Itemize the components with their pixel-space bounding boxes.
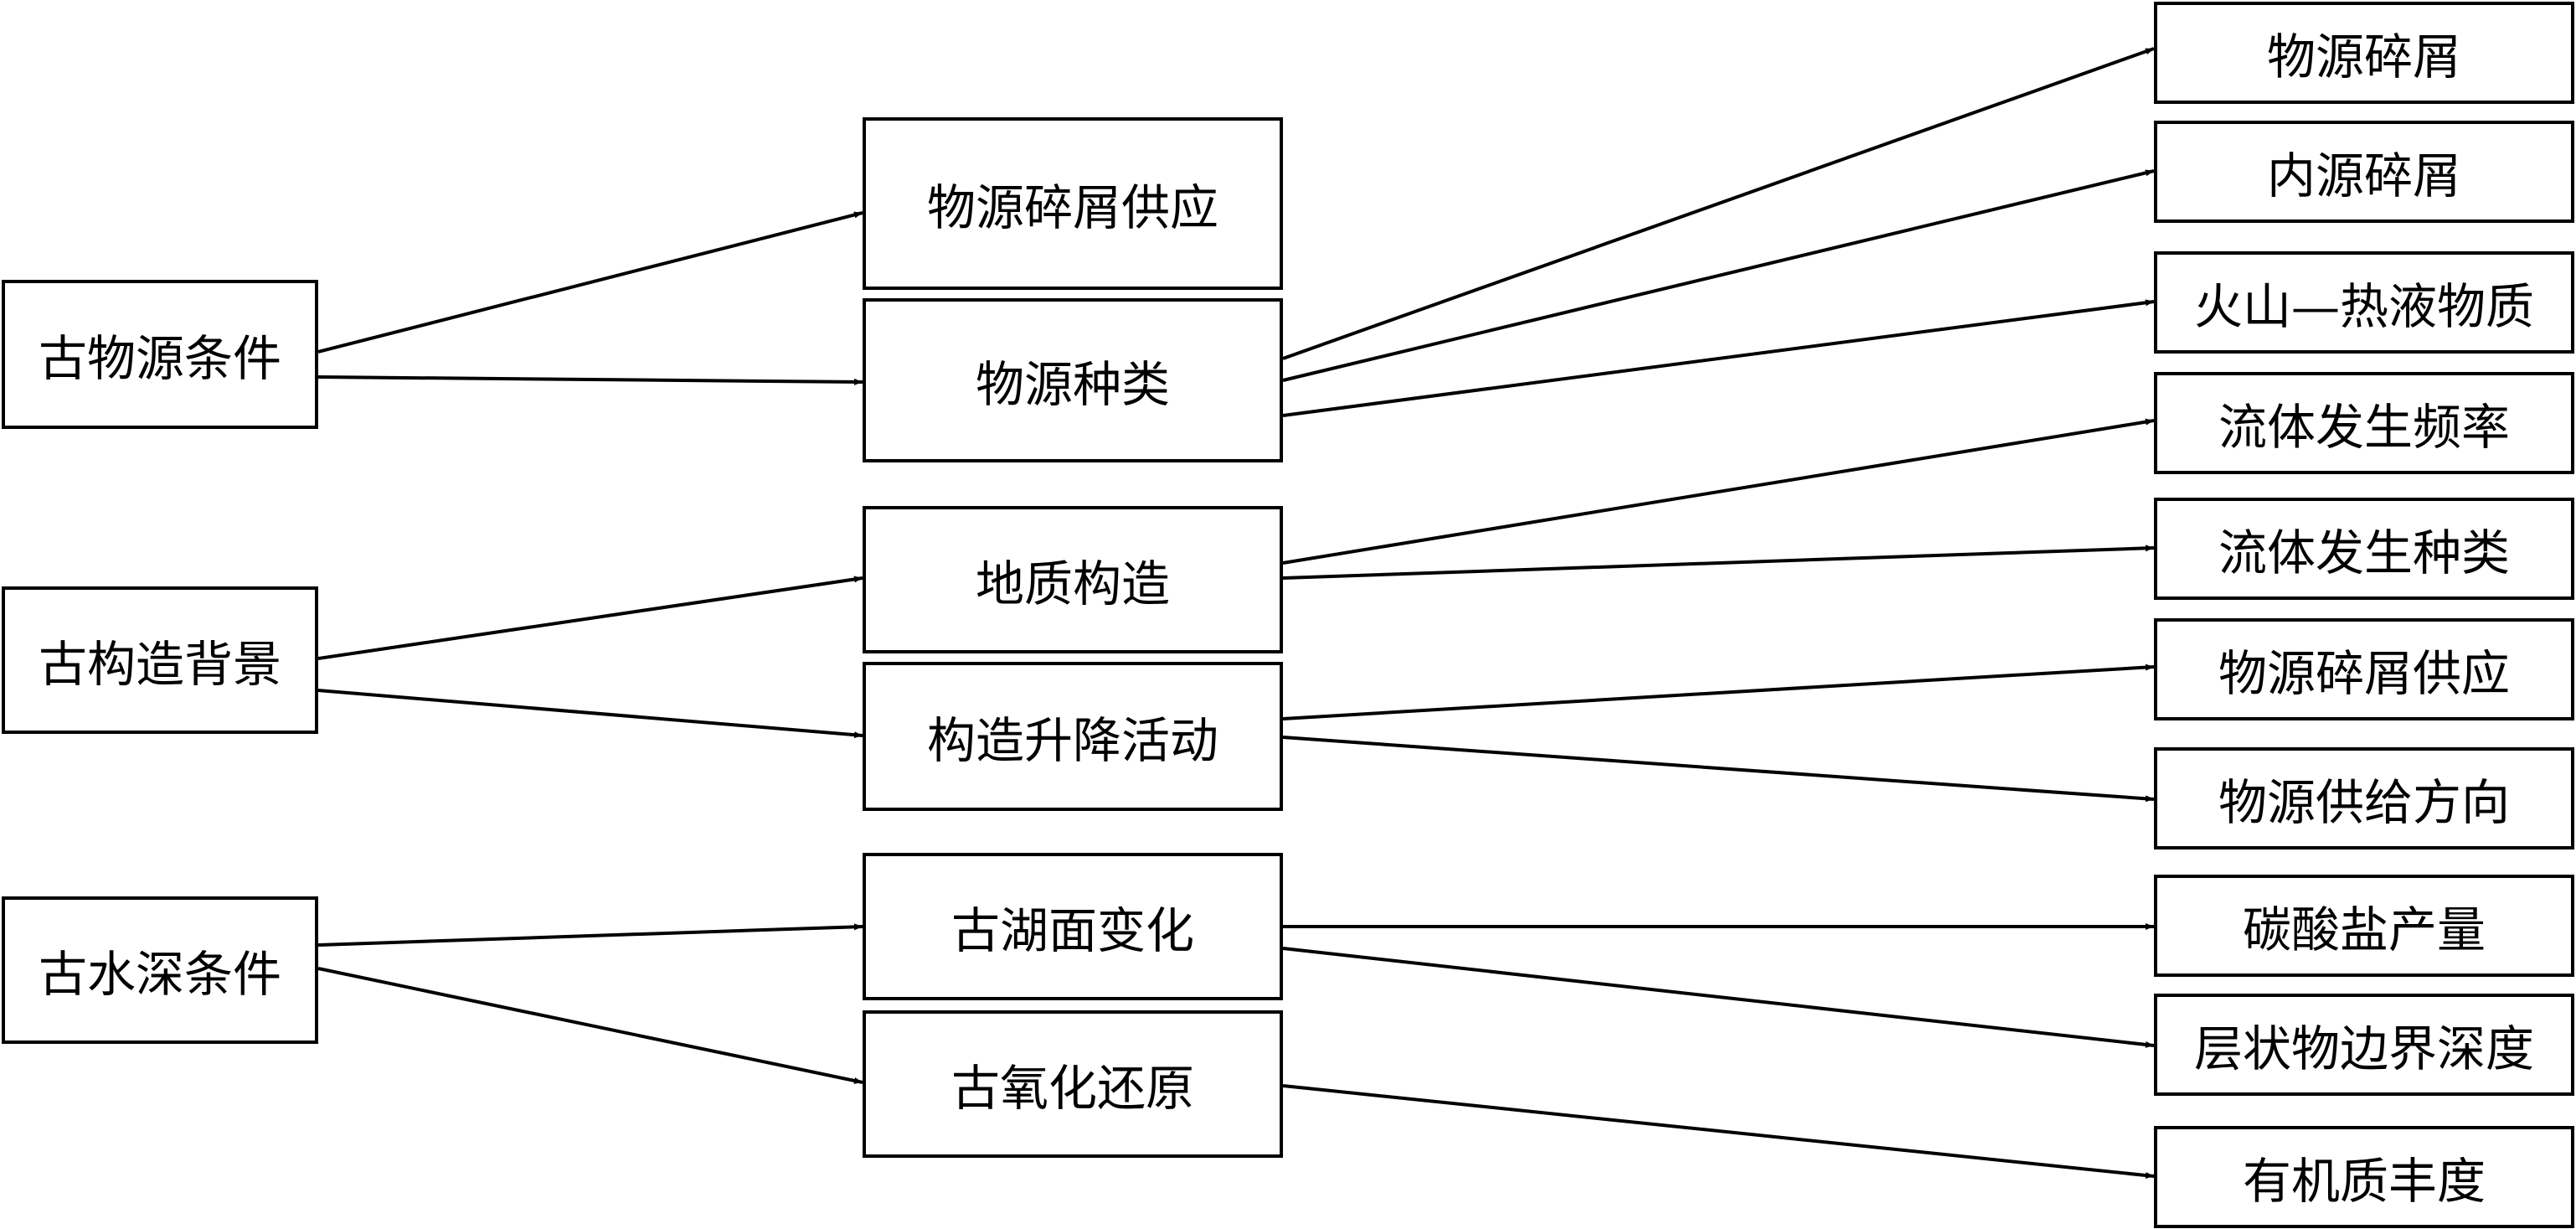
node-paleo-lake-level-change: 古湖面变化: [863, 853, 1283, 1000]
node-ancient-water-depth: 古水深条件: [2, 896, 318, 1044]
arrow-m5-to-r9: [1282, 947, 2155, 1048]
arrow-m4-to-r7: [1282, 736, 2155, 803]
node-detritus-supply: 物源碎屑供应: [863, 117, 1283, 290]
node-ancient-provenance: 古物源条件: [2, 280, 318, 429]
node-stratified-boundary-depth: 层状物边界深度: [2154, 994, 2574, 1096]
arrow-l1-to-m1: [317, 211, 863, 354]
node-volcanic-hydrothermal-material: 火山—热液物质: [2154, 251, 2574, 354]
node-intrabasinal-detritus: 内源碎屑: [2154, 121, 2574, 223]
arrow-l2-to-m3: [317, 576, 863, 660]
arrow-m3-to-r5: [1282, 545, 2155, 580]
node-geologic-structure: 地质构造: [863, 506, 1283, 653]
arrow-m2-to-r1: [1282, 47, 2155, 360]
node-ancient-tectonic-setting: 古构造背景: [2, 586, 318, 734]
arrow-m3-to-r4: [1282, 418, 2155, 565]
arrow-m6-to-r10: [1282, 1084, 2155, 1179]
node-tectonic-uplift-subsidence: 构造升降活动: [863, 662, 1283, 811]
node-paleo-redox: 古氧化还原: [863, 1010, 1283, 1158]
node-terrigenous-detritus: 物源碎屑: [2154, 2, 2574, 104]
node-detritus-supply-right: 物源碎屑供应: [2154, 618, 2574, 720]
arrow-l3-to-m5: [317, 923, 863, 947]
node-provenance-type: 物源种类: [863, 298, 1283, 462]
arrow-m2-to-r3: [1282, 299, 2155, 417]
node-carbonate-production: 碳酸盐产量: [2154, 875, 2574, 977]
arrow-l1-to-m2: [317, 375, 863, 385]
node-fluid-occurrence-frequency: 流体发生频率: [2154, 372, 2574, 474]
arrow-m4-to-r6: [1282, 664, 2155, 720]
node-fluid-occurrence-type: 流体发生种类: [2154, 498, 2574, 600]
arrow-l3-to-m6: [317, 967, 863, 1084]
node-provenance-direction: 物源供给方向: [2154, 747, 2574, 849]
arrow-l2-to-m4: [317, 689, 863, 739]
node-organic-matter-abundance: 有机质丰度: [2154, 1126, 2574, 1228]
arrow-m2-to-r2: [1282, 169, 2155, 382]
